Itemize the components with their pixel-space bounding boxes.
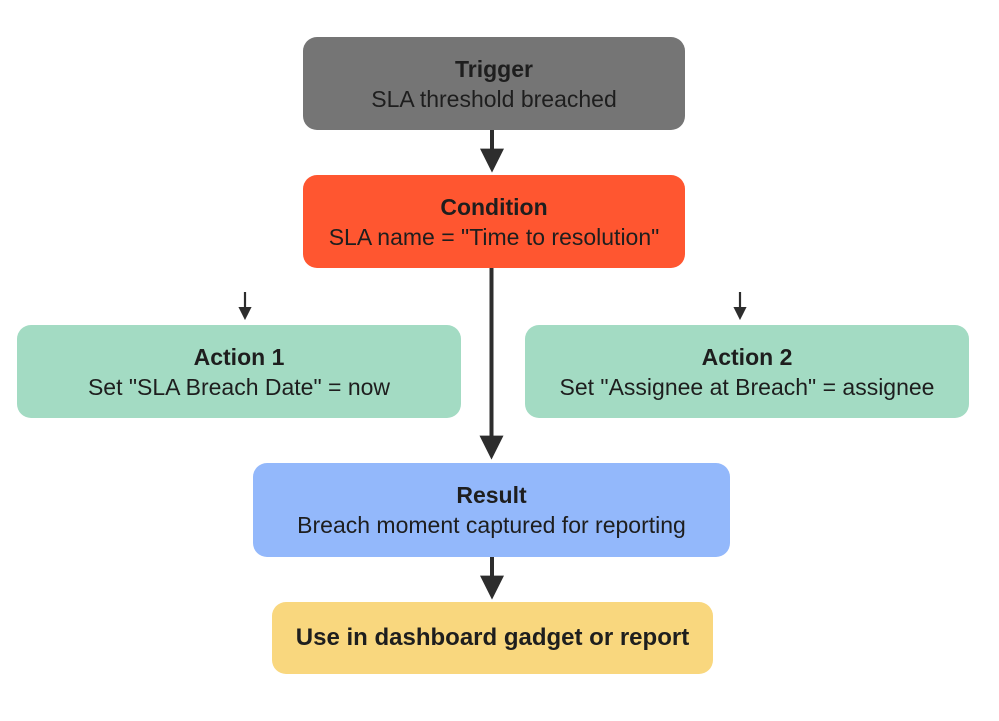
trigger-node: Trigger SLA threshold breached — [303, 37, 685, 130]
action2-title: Action 2 — [701, 343, 793, 370]
result-node: Result Breach moment captured for report… — [253, 463, 730, 557]
usage-title: Use in dashboard gadget or report — [295, 624, 690, 651]
result-subtitle: Breach moment captured for reporting — [297, 512, 686, 538]
trigger-subtitle: SLA threshold breached — [371, 85, 617, 112]
action2-node: Action 2 Set "Assignee at Breach" = assi… — [525, 325, 969, 418]
condition-title: Condition — [440, 193, 548, 220]
usage-node: Use in dashboard gadget or report — [272, 602, 713, 674]
action1-subtitle: Set "SLA Breach Date" = now — [87, 373, 391, 400]
result-title: Result — [456, 482, 527, 508]
action1-title: Action 1 — [193, 343, 285, 370]
condition-subtitle: SLA name = "Time to resolution" — [328, 223, 660, 250]
action1-node: Action 1 Set "SLA Breach Date" = now — [17, 325, 461, 418]
action2-subtitle: Set "Assignee at Breach" = assignee — [559, 373, 935, 400]
trigger-title: Trigger — [455, 55, 533, 82]
condition-node: Condition SLA name = "Time to resolution… — [303, 175, 685, 268]
